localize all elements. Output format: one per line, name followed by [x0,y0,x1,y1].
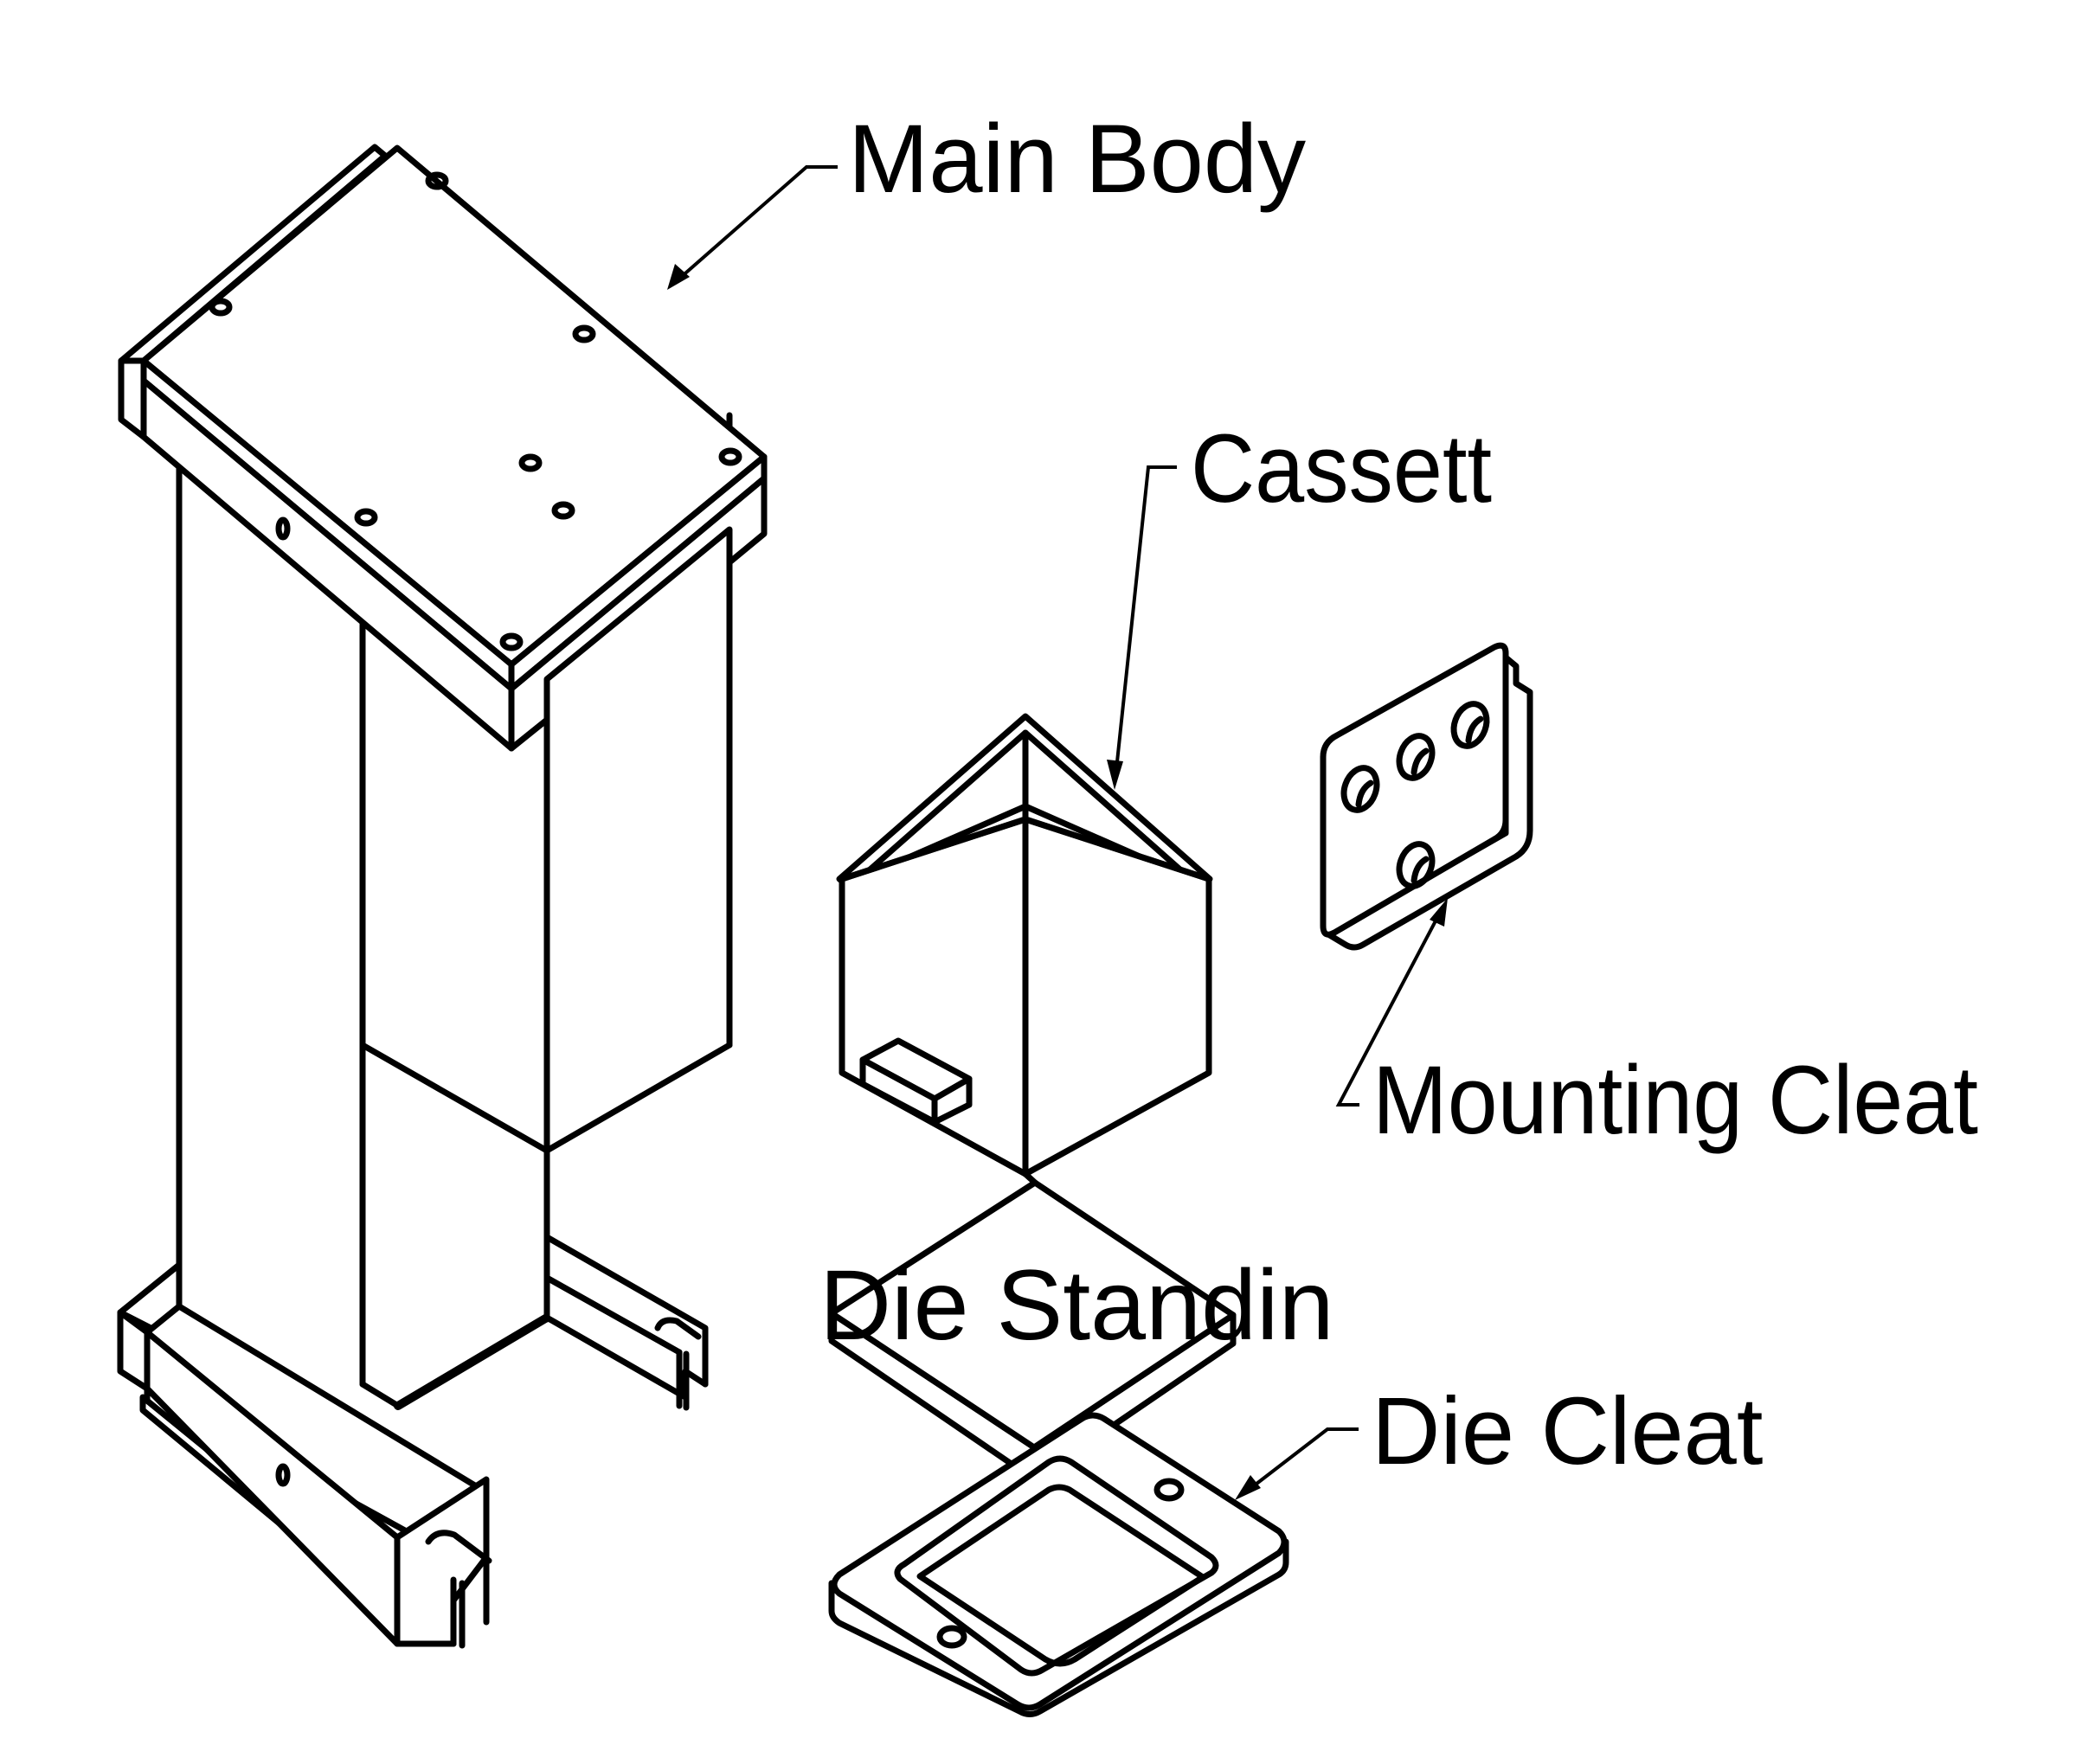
hole [518,453,543,472]
hole [499,632,524,651]
cassette-leader [1115,465,1177,771]
inner-box-bottom [359,1042,733,1154]
base-side-hole [275,1463,291,1487]
main-body-part [117,144,768,1649]
die-cleat-top [831,1412,1288,1711]
mounting-cleat-arrowhead [1430,898,1448,927]
countersink-arc [1410,747,1430,776]
hole [425,171,449,190]
main-body-edge [359,1381,402,1409]
die-cleat-recess [894,1455,1219,1677]
top-plate-surface [140,144,768,668]
mounting-cleat-leader [1335,912,1442,1107]
countersink-arc [1465,715,1484,744]
right-leg-slot [654,1317,702,1340]
top-plate-right-face [508,475,768,752]
mounting-cleat-face [1320,642,1509,938]
mounting-cleat-holes [1340,701,1490,889]
die-cleat-hole [1153,1478,1185,1502]
die-cleat-sides [828,1538,1289,1717]
label-cassette: Cassett [1191,414,1492,523]
main-body-leader [678,165,838,280]
countersunk-hole [1340,765,1380,813]
countersunk-hole [1396,733,1436,781]
right-leg-edge [543,1274,683,1356]
cassette-tab-side [931,1075,973,1126]
countersunk-hole [1396,841,1436,889]
label-mounting-cleat: Mounting Cleat [1372,1046,1978,1154]
hole [718,447,742,466]
label-die-cleat: Die Cleat [1372,1378,1763,1485]
top-plate-holes [209,171,742,651]
die-cleat-leader [1247,1427,1359,1491]
hole [209,298,233,317]
side-hole [275,516,291,541]
countersunk-hole [1450,701,1490,749]
label-die-standin: Die Standin [819,1250,1334,1361]
die-cleat-hole [936,1625,967,1649]
label-main-body: Main Body [848,105,1306,213]
hole [572,324,596,343]
mounting-cleat-back [1325,654,1533,951]
main-body-bottom-edge [394,1313,551,1410]
hole [354,508,378,527]
die-standin-corner [1022,1171,1038,1186]
top-plate-left-lip [118,357,147,440]
mounting-cleat-part [1320,642,1533,951]
countersink-arc [1410,856,1430,884]
cassette-top-front-edge [839,816,1212,882]
main-body-arrowhead [667,264,690,290]
die-cleat-part [828,1412,1289,1717]
front-bar-slot [425,1530,492,1564]
hole [551,501,575,520]
cassette-part [836,713,1213,1177]
countersink-arc [1355,779,1374,808]
die-cleat-arrowhead [1235,1475,1261,1500]
die-cleat-window [916,1484,1206,1667]
leader-lines [667,165,1448,1500]
cassette-arrowhead [1107,760,1123,790]
